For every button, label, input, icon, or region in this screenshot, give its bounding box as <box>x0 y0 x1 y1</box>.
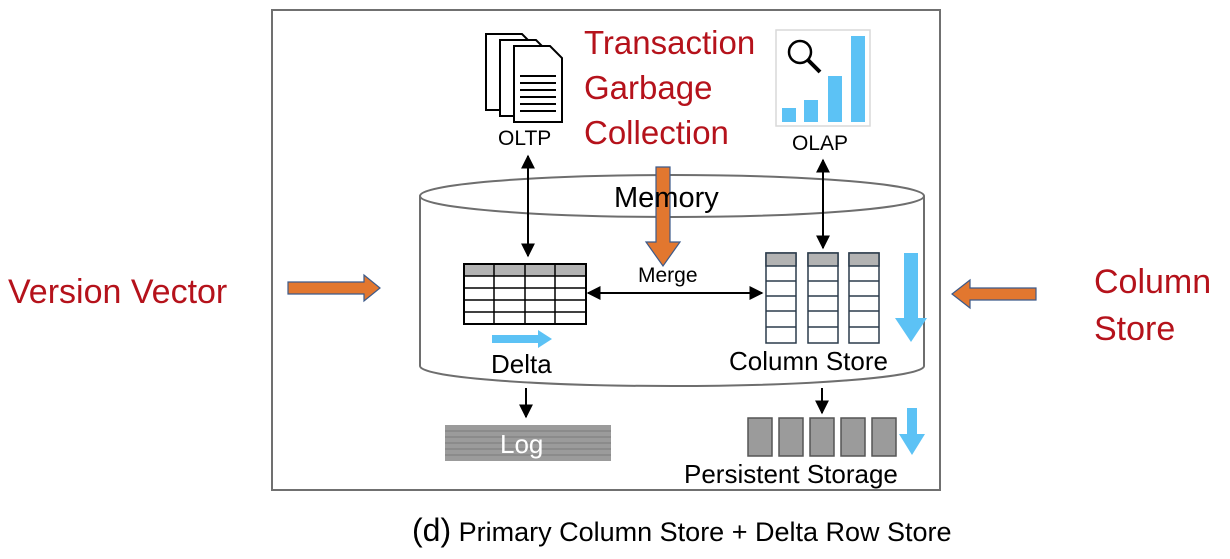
document-icon <box>485 33 563 123</box>
persistent-storage-blue-arrow <box>899 408 925 455</box>
memory-cylinder <box>419 174 925 387</box>
garbage-label: Garbage <box>584 69 713 106</box>
olap-label: OLAP <box>792 132 849 155</box>
garbage-collection-arrow <box>644 166 682 268</box>
caption-text: Primary Column Store + Delta Row Store <box>458 517 952 547</box>
delta-label: Delta <box>491 349 552 379</box>
column-store-side-label-line1: Column <box>1094 263 1212 301</box>
transaction-label: Transaction <box>584 24 756 61</box>
merge-label: Merge <box>638 264 698 287</box>
version-vector-arrow <box>287 273 381 303</box>
log-label: Log <box>500 429 544 459</box>
log-block <box>445 425 611 461</box>
analytics-chart-icon <box>775 29 871 127</box>
figure-caption: (d) Primary Column Store + Delta Row Sto… <box>412 514 952 546</box>
column-store-side-label-line2: Store <box>1094 310 1176 348</box>
column-scan-arrow <box>895 253 927 342</box>
oltp-label: OLTP <box>498 127 552 150</box>
outer-frame <box>271 9 941 491</box>
memory-label: Memory <box>614 182 719 214</box>
delta-table <box>463 263 587 325</box>
persistent-storage-label: Persistent Storage <box>684 459 898 489</box>
column-store-label: Column Store <box>729 346 888 376</box>
column-store-orange-arrow <box>951 278 1037 310</box>
collection-label: Collection <box>584 114 729 151</box>
caption-label: (d) <box>412 512 452 548</box>
persistent-storage-blocks <box>747 417 897 457</box>
column-store-columns <box>765 252 880 344</box>
delta-append-arrow <box>492 330 552 348</box>
version-vector-label: Version Vector <box>8 273 228 311</box>
